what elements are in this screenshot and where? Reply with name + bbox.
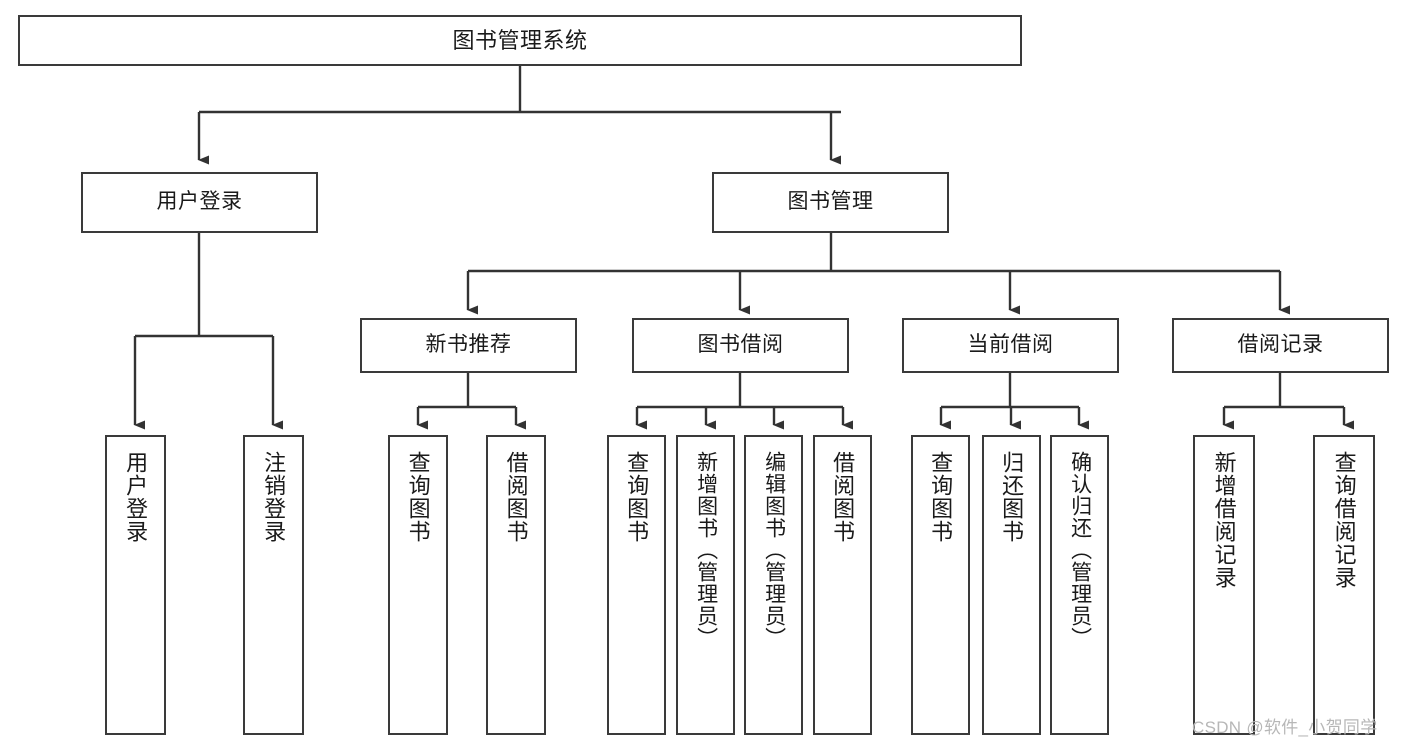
node-label: 编辑图书（管理员） [762,451,786,649]
watermark-text: CSDN @软件_小贺同学 [1192,718,1378,737]
leaf-edit-book-admin[interactable]: 编辑图书（管理员） [744,435,803,735]
leaf-confirm-return-admin[interactable]: 确认归还（管理员） [1050,435,1109,735]
node-label: 查询借阅记录 [1331,451,1357,589]
leaf-borrow-book-recommend[interactable]: 借阅图书 [486,435,546,735]
node-borrow-record[interactable]: 借阅记录 [1172,318,1389,373]
node-label: 新书推荐 [425,333,512,357]
leaf-query-book-borrow[interactable]: 查询图书 [607,435,666,735]
node-label: 归还图书 [999,451,1025,543]
node-root-system[interactable]: 图书管理系统 [18,15,1022,66]
node-book-borrow[interactable]: 图书借阅 [632,318,849,373]
leaf-user-login[interactable]: 用户登录 [105,435,166,735]
node-label: 新增图书（管理员） [694,451,718,649]
node-label: 注销登录 [261,451,287,543]
node-user-login[interactable]: 用户登录 [81,172,318,233]
node-label: 查询图书 [624,451,650,543]
leaf-add-book-admin[interactable]: 新增图书（管理员） [676,435,735,735]
node-label: 当前借阅 [967,333,1054,357]
leaf-borrow-book[interactable]: 借阅图书 [813,435,872,735]
leaf-query-book-current[interactable]: 查询图书 [911,435,970,735]
node-label: 图书借阅 [697,333,784,357]
node-label: 用户登录 [156,190,243,214]
node-label: 借阅记录 [1237,333,1324,357]
leaf-query-book-recommend[interactable]: 查询图书 [388,435,448,735]
node-label: 新增借阅记录 [1211,451,1237,589]
node-label: 借阅图书 [830,451,856,543]
node-book-management[interactable]: 图书管理 [712,172,949,233]
node-label: 用户登录 [123,451,149,543]
node-label: 图书管理系统 [452,27,588,53]
leaf-return-book[interactable]: 归还图书 [982,435,1041,735]
node-label: 确认归还（管理员） [1068,451,1092,649]
node-label: 查询图书 [928,451,954,543]
node-new-book-recommend[interactable]: 新书推荐 [360,318,577,373]
leaf-query-borrow-record[interactable]: 查询借阅记录 [1313,435,1375,735]
node-current-borrow[interactable]: 当前借阅 [902,318,1119,373]
node-label: 查询图书 [405,451,431,543]
leaf-add-borrow-record[interactable]: 新增借阅记录 [1193,435,1255,735]
node-label: 借阅图书 [503,451,529,543]
node-label: 图书管理 [787,190,874,214]
leaf-logout[interactable]: 注销登录 [243,435,304,735]
